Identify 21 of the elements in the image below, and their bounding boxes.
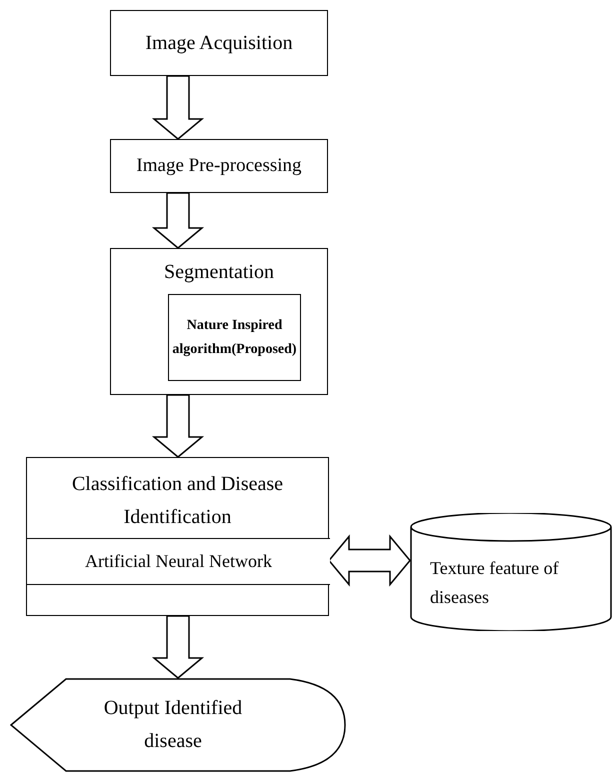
- process-box: [168, 294, 301, 381]
- process-box: [110, 248, 328, 395]
- node-label: Segmentation: [164, 260, 274, 285]
- block-arrow: [328, 534, 411, 587]
- node-label: Artificial Neural Network: [85, 550, 272, 573]
- block-arrow: [152, 615, 204, 679]
- process-box: [110, 10, 328, 76]
- process-box: [110, 139, 328, 193]
- process-box: [26, 457, 329, 616]
- node-label: Nature Inspired algorithm(Proposed): [171, 316, 298, 358]
- node-label: Output Identified disease: [102, 696, 244, 754]
- output-display-shape: [10, 678, 346, 772]
- process-band: [27, 538, 330, 585]
- block-arrow: [152, 192, 204, 249]
- node-label: Image Acquisition: [145, 31, 293, 56]
- node-label: Classification and Disease Identification: [70, 472, 284, 530]
- database-cylinder: [410, 513, 612, 631]
- block-arrow: [152, 75, 204, 140]
- block-arrow: [152, 394, 204, 458]
- node-label: Texture feature of diseases: [430, 557, 560, 609]
- node-label: Image Pre-processing: [136, 154, 302, 178]
